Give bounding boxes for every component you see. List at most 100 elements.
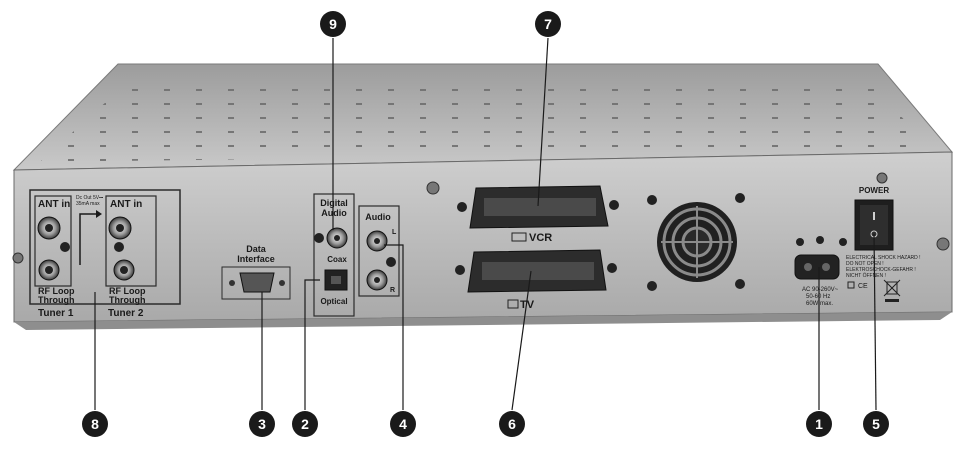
dc-out-label: Dc Out 5V⎓ (76, 195, 103, 201)
warning-line1: ELECTRICAL SHOCK HAZARD ! (846, 255, 921, 261)
fan-screw-bl (647, 281, 657, 291)
warning-line3: ELEKTROSCHOCK-GEFAHR ! (846, 267, 916, 273)
svg-text:4: 4 (399, 416, 407, 432)
data-interface-label-line1: Data (246, 244, 267, 254)
callout-9: 9 (320, 11, 346, 37)
leader-2 (304, 279, 320, 410)
optical-shutter (331, 276, 341, 284)
tuner1-ant-in-pin (45, 224, 53, 232)
data-interface-block: Data Interface (221, 244, 291, 300)
case-bottom-edge (14, 312, 952, 330)
callout-1: 1 (806, 411, 832, 437)
coax-led (314, 233, 324, 243)
audio-frame (358, 205, 400, 297)
vent-grid (40, 80, 930, 162)
screw-top-right (876, 172, 888, 184)
tuner2-name-label: Tuner 2 (108, 308, 144, 319)
weee-bin-icon (883, 279, 901, 302)
dc-out-ma-label: 35mA max (76, 201, 100, 207)
ac-pin-left (804, 263, 812, 271)
tuner2-rf-loop-pin (120, 266, 128, 274)
tuner-block: ANT in ANT in Dc Out 5V⎓ 35mA max RF Loo… (29, 189, 181, 319)
tuner1-rf-loop-pin (45, 266, 53, 274)
scart-tv-pins (482, 262, 594, 280)
power-label: POWER (859, 186, 889, 195)
svg-text:9: 9 (329, 16, 337, 32)
scart-tv-label: TV (520, 299, 535, 311)
leader-lines (94, 37, 877, 411)
fan-screw-br (735, 279, 745, 289)
audio-led (386, 257, 396, 267)
audio-l-label: L (392, 229, 397, 236)
tuner1-ant-in-label: ANT in (38, 199, 70, 210)
ce-mark: CE (858, 283, 868, 290)
tuner2-through-label: Through (109, 295, 146, 305)
svg-text:5: 5 (872, 416, 880, 432)
ac-screw-left (796, 238, 804, 246)
digital-audio-block: Digital Audio Coax Optical (313, 193, 355, 317)
screw-top-center (426, 181, 440, 195)
ac-rating-line3: 60W max. (806, 301, 833, 307)
screw-right (936, 237, 950, 251)
leader-4 (384, 244, 404, 410)
callout-8: 8 (82, 411, 108, 437)
tuner1-frame (34, 195, 72, 287)
tuner2-ant-in-label: ANT in (110, 199, 142, 210)
callout-4: 4 (390, 411, 416, 437)
ac-power-inlet[interactable] (794, 254, 840, 280)
data-interface-screw-left (229, 280, 235, 286)
tuner1-name-label: Tuner 1 (38, 308, 74, 319)
svg-text:6: 6 (508, 416, 516, 432)
svg-text:3: 3 (258, 416, 266, 432)
data-interface-label-line2: Interface (237, 254, 275, 264)
scart-vcr-label: VCR (529, 232, 552, 244)
audio-label: Audio (365, 212, 391, 222)
analog-audio-block: Audio L R (358, 205, 400, 297)
digital-audio-frame (313, 193, 355, 317)
digital-audio-label-line1: Digital (320, 198, 348, 208)
leader-6 (511, 270, 532, 411)
tuner2-led (114, 242, 124, 252)
fan-screw-tl (647, 195, 657, 205)
ac-rating-line2: 50-60 Hz (806, 294, 830, 300)
audio-r-label: R (390, 287, 395, 294)
scart-tv-icon (507, 299, 519, 309)
scart-tv-screw-left (455, 265, 465, 275)
digital-audio-label-line2: Audio (321, 208, 347, 218)
callout-7: 7 (535, 11, 561, 37)
ac-pin-right (822, 263, 830, 271)
audio-l-pin (374, 238, 380, 244)
audio-r-pin (374, 277, 380, 283)
fan-block (647, 193, 745, 291)
tuner-frame (29, 189, 181, 305)
ac-rating-line1: AC 90-260V~ (802, 287, 839, 293)
warning-line2: DO NOT OPEN ! (846, 261, 884, 267)
callout-2: 2 (292, 411, 318, 437)
tuner1-through-label: Through (38, 295, 75, 305)
loop-arrow-head (96, 210, 102, 218)
ac-screw-right (839, 238, 847, 246)
callout-3: 3 (249, 411, 275, 437)
data-interface-frame (221, 266, 291, 300)
tuner2-ant-in-pin (116, 224, 124, 232)
warning-line4: NICHT ÖFFNEN ! (846, 272, 886, 279)
tuner2-frame (105, 195, 157, 287)
coax-pin (334, 235, 340, 241)
leader-5 (873, 233, 877, 411)
power-on-mark (873, 212, 875, 220)
leader-7 (537, 37, 549, 207)
scart-vcr-pins (484, 198, 596, 216)
rs232-port[interactable] (239, 272, 275, 293)
svg-text:8: 8 (91, 416, 99, 432)
scart-vcr-icon (511, 232, 527, 242)
svg-text:7: 7 (544, 16, 552, 32)
fan-screw-tr (735, 193, 745, 203)
svg-text:1: 1 (815, 416, 823, 432)
ac-screw-center (816, 236, 824, 244)
data-interface-screw-right (279, 280, 285, 286)
screw-left (12, 252, 24, 264)
svg-text:2: 2 (301, 416, 309, 432)
callout-5: 5 (863, 411, 889, 437)
